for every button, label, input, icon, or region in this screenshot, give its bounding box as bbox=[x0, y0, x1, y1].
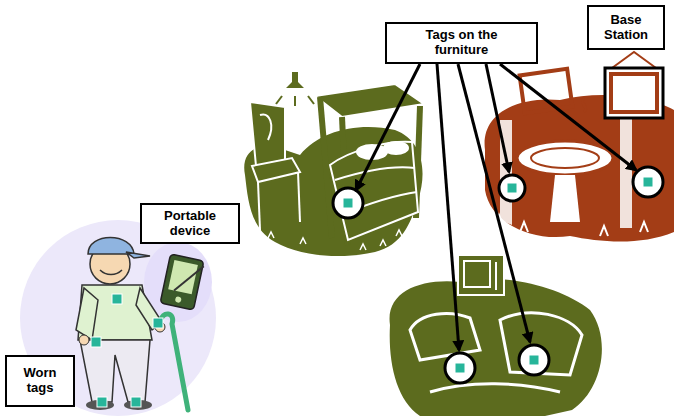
dining-room-illustration bbox=[495, 215, 648, 236]
bedroom-illustration bbox=[342, 107, 414, 125]
pda-illustration bbox=[174, 261, 204, 295]
living-room-illustration bbox=[390, 279, 602, 416]
living-room-illustration bbox=[464, 261, 490, 287]
bedroom-illustration bbox=[252, 158, 300, 182]
furniture-tag bbox=[445, 353, 475, 383]
dining-room-illustration bbox=[582, 112, 586, 138]
base-station-icon bbox=[605, 52, 663, 118]
leader-arrow bbox=[356, 64, 420, 190]
dining-room-illustration bbox=[520, 69, 573, 113]
furniture-tag bbox=[633, 167, 663, 197]
elderly-person-illustration bbox=[100, 270, 122, 275]
base-station-icon bbox=[605, 68, 663, 118]
label-box: Tags on the furniture bbox=[385, 22, 538, 64]
leader-arrow bbox=[486, 64, 509, 172]
living-room-illustration bbox=[430, 384, 560, 392]
worn-tag bbox=[97, 397, 107, 407]
bedroom-illustration bbox=[276, 96, 282, 104]
bedroom-illustration bbox=[298, 172, 300, 222]
base-station-icon bbox=[612, 52, 656, 68]
furniture-tag bbox=[333, 188, 363, 218]
dining-room-illustration bbox=[620, 118, 632, 228]
elderly-person-illustration bbox=[76, 288, 98, 340]
bedroom-illustration bbox=[244, 72, 424, 256]
bedroom-illustration bbox=[250, 102, 285, 166]
dining-room-illustration bbox=[531, 148, 599, 168]
furniture-tag bbox=[519, 345, 549, 375]
base-station-icon bbox=[611, 74, 657, 112]
bedroom-illustration bbox=[268, 230, 402, 250]
furniture-tag bbox=[455, 363, 465, 373]
living-room-illustration bbox=[410, 314, 480, 360]
elderly-person-illustration bbox=[126, 252, 150, 258]
elderly-person-illustration bbox=[136, 288, 162, 330]
worn-tag bbox=[131, 397, 141, 407]
leader-arrow bbox=[500, 64, 636, 170]
living-room-illustration bbox=[458, 255, 504, 295]
dining-room-illustration bbox=[485, 69, 674, 242]
living-room-illustration bbox=[390, 255, 602, 416]
worn-tag bbox=[153, 318, 163, 328]
leader-arrow bbox=[437, 64, 459, 350]
pda-illustration bbox=[160, 254, 204, 310]
dining-room-illustration bbox=[517, 141, 613, 175]
furniture-tag bbox=[333, 167, 663, 383]
worn-tag bbox=[91, 337, 101, 347]
bedroom-illustration bbox=[286, 72, 304, 88]
label-box: Base Station bbox=[587, 5, 665, 50]
bedroom-illustration bbox=[258, 182, 260, 230]
label-box: Portable device bbox=[140, 203, 240, 244]
furniture-tag bbox=[499, 175, 525, 201]
leader-arrow bbox=[458, 64, 530, 342]
dining-room-illustration bbox=[582, 98, 585, 112]
living-room-illustration bbox=[500, 313, 582, 375]
furniture-tag bbox=[529, 355, 539, 365]
bedroom-illustration bbox=[308, 96, 314, 104]
living-room-illustration bbox=[495, 262, 497, 290]
box-label: Worn tags bbox=[15, 366, 65, 396]
box-label: Base Station bbox=[595, 13, 657, 43]
bedroom-illustration bbox=[335, 167, 415, 180]
pda-illustration bbox=[175, 296, 182, 303]
bedroom-illustration bbox=[294, 96, 296, 106]
label-box: Worn tags bbox=[5, 355, 75, 407]
box-label: Portable device bbox=[148, 209, 232, 239]
furniture-tag bbox=[507, 183, 517, 193]
worn-tag bbox=[91, 294, 163, 407]
elderly-person-illustration bbox=[79, 335, 89, 345]
leader-arrow bbox=[356, 64, 636, 350]
bedroom-illustration bbox=[383, 141, 409, 155]
box-label: Tags on the furniture bbox=[412, 28, 512, 58]
worn-tag bbox=[112, 294, 122, 304]
furniture-tag bbox=[343, 198, 353, 208]
dining-room-illustration bbox=[550, 175, 580, 222]
furniture-tag bbox=[643, 177, 653, 187]
bedroom-illustration bbox=[260, 115, 271, 140]
pda-illustration bbox=[168, 260, 198, 294]
pda-illustration bbox=[160, 254, 205, 310]
elderly-person-illustration bbox=[80, 340, 150, 402]
